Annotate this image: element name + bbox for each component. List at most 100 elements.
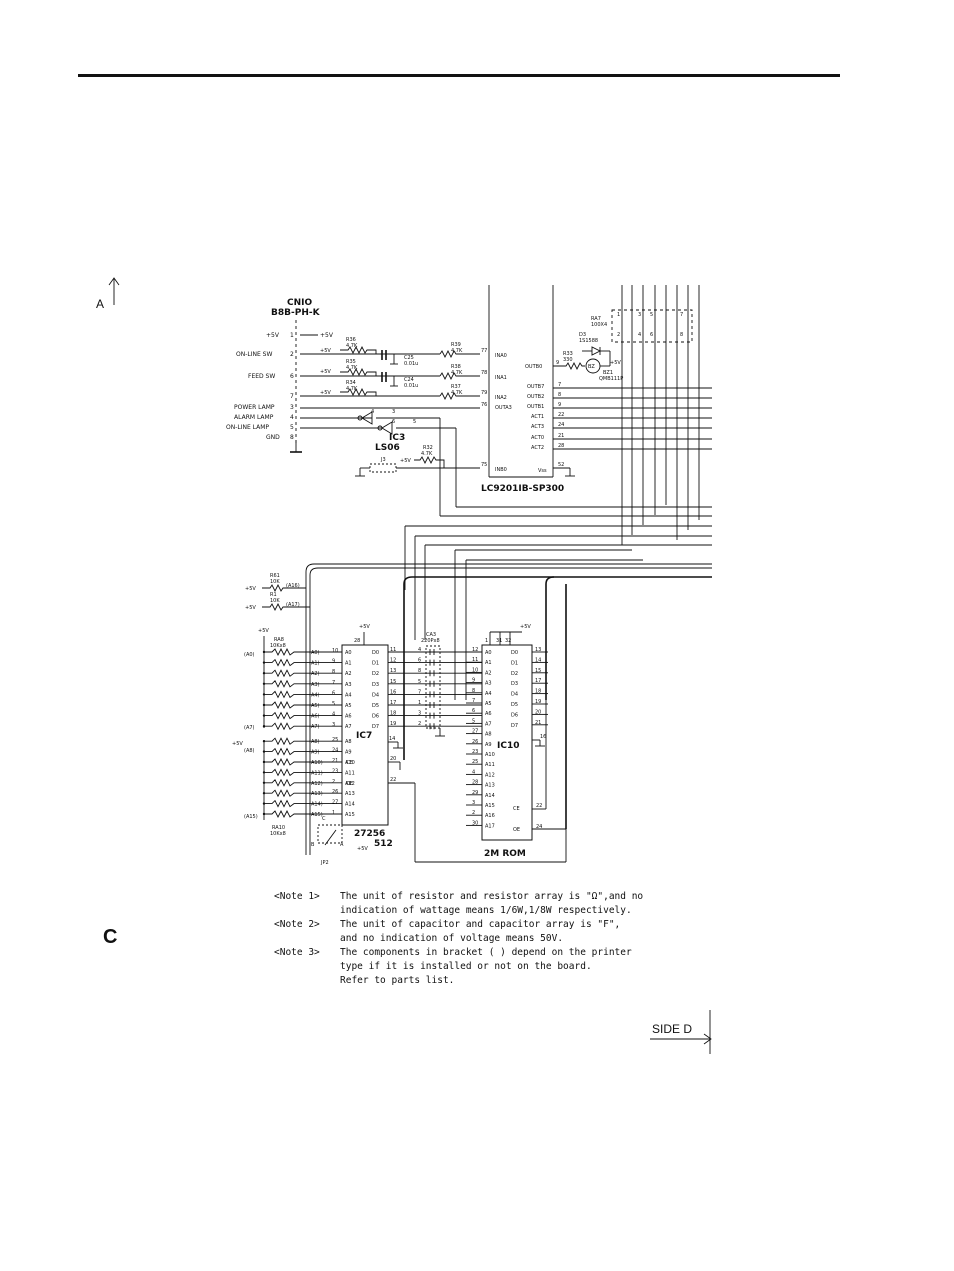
ic10-addr-pin: 6	[472, 708, 475, 714]
jp2-supply: +5V	[357, 846, 368, 852]
ca3-pin: 8	[418, 668, 421, 674]
ctrl-pin-21: 21	[558, 433, 564, 439]
ctrl-pin-24: 24	[558, 422, 564, 428]
ic10-body	[481, 644, 533, 841]
ic10-addr-name: A16	[485, 813, 495, 819]
ic10-addr-pin: 10	[472, 667, 478, 673]
side-a-marker: A	[96, 297, 105, 311]
ic10-addr-pin: 29	[472, 790, 478, 796]
ic7-addr-name: A6	[345, 714, 352, 720]
connector-part: B8B-PH-K	[271, 308, 321, 318]
ic10-addr-name: A11	[485, 762, 495, 768]
junction-dot	[262, 661, 266, 664]
header-rule	[78, 74, 840, 77]
ic10-addr-name: A9	[485, 742, 492, 748]
ic10-addr-name: A8	[485, 732, 492, 738]
ca3-pin: 7	[418, 689, 421, 695]
ra7-pin-4: 4	[638, 332, 641, 338]
ctrl-ina1: INA1	[495, 375, 507, 381]
ic10-addr-name: A12	[485, 772, 495, 778]
ic10-data-pin: 19	[535, 699, 541, 705]
ca3-pin: 1	[418, 700, 421, 706]
ic7-addr-pin: 6	[332, 690, 335, 696]
schematic-diagram: CNIO B8B-PH-K +5V 1 ON-LINE SW 2 FEED SW…	[226, 285, 712, 866]
ic10-addr-pin: 3	[472, 800, 475, 806]
ic10-data-pin: 18	[535, 689, 541, 695]
ic10-supply: +5V	[520, 624, 531, 630]
ladder-resistor	[264, 809, 300, 819]
ic7-addr-name: A14	[345, 802, 355, 808]
ladder-resistor	[264, 679, 300, 688]
ic10-data-name: D5	[511, 702, 518, 708]
ic7-addr-pin: 26	[332, 789, 338, 795]
ra7-pin-7: 7	[680, 312, 683, 318]
ctrl-vss: Vss	[538, 468, 547, 474]
ic10-data-name: D3	[511, 681, 518, 687]
ca3-pin: 4	[418, 647, 421, 653]
controller-part: LC9201IB-SP300	[481, 484, 564, 494]
ic7-data-pin: 19	[390, 721, 396, 727]
ic10-addr-pin: 25	[472, 759, 478, 765]
note-3-text: The components in bracket ( ) depend on …	[340, 947, 632, 986]
ic7-addr-pin: 10	[332, 648, 338, 654]
junction-dot	[262, 760, 266, 764]
note-2-tag: <Note 2>	[274, 919, 320, 930]
ic7-addr-name: A7	[345, 724, 352, 730]
ic10-addr-pin: 4	[472, 769, 475, 775]
jp2-pin-c: C	[322, 816, 326, 822]
ic3-part: LS06	[375, 443, 400, 453]
ic10-pin-31: 31	[496, 638, 502, 644]
ic7-addr-name: A1	[345, 661, 352, 667]
ca3-value: 220Px8	[421, 638, 440, 644]
ic10-addr-pin: 30	[472, 820, 478, 826]
r36-value: 4.7K	[346, 343, 358, 349]
ic10-addr-pin: 9	[472, 678, 475, 684]
supply-r34: +5V	[320, 390, 331, 396]
ctrl-pin-7: 7	[558, 382, 561, 388]
ic10-pin-1: 1	[485, 638, 488, 644]
ra8-top-label: (A0)	[244, 652, 255, 658]
ladder-resistor	[264, 768, 300, 777]
ic10-addr-name: A6	[485, 711, 492, 717]
ic7-addr-signal: (A3)	[309, 682, 320, 688]
supply-r35: +5V	[320, 369, 331, 375]
ic7-addr-name: A10	[345, 760, 355, 766]
ic3-pin-5: 5	[413, 419, 416, 425]
ra7-pin-8: 8	[680, 332, 683, 338]
ca3-pin: 5	[418, 679, 421, 685]
cn-pin-3: 3	[290, 404, 294, 411]
ra8-supply: +5V	[258, 628, 269, 634]
r32-value: 4.7K	[421, 451, 433, 457]
ra7-ref: RA7	[591, 316, 601, 322]
ic7-addr-pin: 4	[332, 712, 335, 718]
r1-supply: +5V	[245, 605, 256, 611]
ctrl-inb0: INB0	[495, 467, 507, 473]
ladder-resistor	[264, 747, 300, 756]
ic7-addr-signal: (A10)	[309, 760, 323, 766]
ladder-resistor	[264, 647, 300, 657]
connector-ref: CNIO	[287, 298, 312, 308]
ic10-data-pin: 17	[535, 678, 541, 684]
ic7-addr-pin: 2	[332, 779, 335, 785]
ra7-pin-2: 2	[617, 332, 620, 338]
ctrl-pin-75: 75	[481, 462, 487, 468]
r61-supply: +5V	[245, 586, 256, 592]
note-1-text: The unit of resistor and resistor array …	[340, 891, 644, 916]
c24-ref: C24	[404, 377, 414, 383]
d3-part: 1S1588	[579, 338, 598, 344]
ic10-addr-pin: 11	[472, 657, 478, 663]
ctrl-outb2: OUTB2	[527, 394, 544, 400]
arrow-right-icon	[650, 1010, 712, 1054]
ic10-addr-pin: 27	[472, 729, 478, 735]
side-c-marker: C	[103, 926, 118, 948]
junction-dot	[262, 771, 266, 774]
ladder-resistor	[264, 700, 300, 710]
jp2-ref: JP2	[320, 860, 329, 866]
ctrl-outb1: OUTB1	[527, 404, 544, 410]
ic10-ce-pin: 22	[536, 803, 542, 809]
ic7-addr-pin: 1	[332, 810, 335, 816]
r37-ref: R37	[451, 384, 461, 390]
r37-value: 4.7K	[451, 390, 463, 396]
r33-value: 330	[563, 357, 573, 363]
j3-ref: J3	[380, 457, 386, 463]
